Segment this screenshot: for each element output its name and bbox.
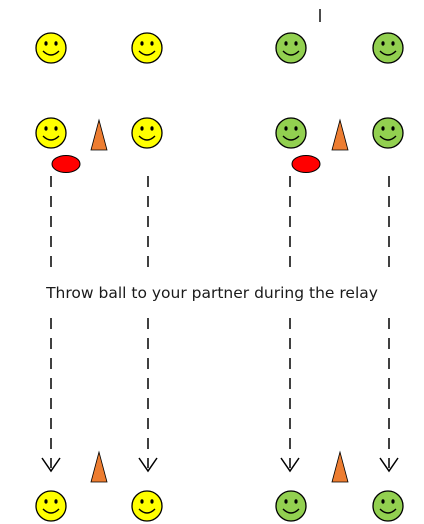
lanes-lower — [50, 318, 390, 468]
cone-icon — [90, 451, 108, 483]
ball-icon — [51, 155, 81, 173]
smiley-face-icon — [35, 32, 67, 64]
lanes-upper — [50, 176, 390, 268]
balls — [51, 155, 321, 173]
smiley-face-icon — [35, 117, 67, 149]
smiley-face-icon — [131, 490, 163, 522]
diagram-caption: Throw ball to your partner during the re… — [46, 284, 378, 302]
cone-icon — [331, 119, 349, 151]
team-a-players — [35, 32, 163, 522]
smiley-face-icon — [131, 32, 163, 64]
smiley-face-icon — [35, 490, 67, 522]
smiley-face-icon — [275, 32, 307, 64]
team-b-players — [275, 32, 404, 522]
cone-icon — [90, 119, 108, 151]
smiley-face-icon — [131, 117, 163, 149]
smiley-face-icon — [275, 117, 307, 149]
ball-icon — [291, 155, 321, 173]
smiley-face-icon — [372, 32, 404, 64]
smiley-face-icon — [372, 490, 404, 522]
smiley-face-icon — [372, 117, 404, 149]
cone-icon — [331, 451, 349, 483]
smiley-face-icon — [275, 490, 307, 522]
